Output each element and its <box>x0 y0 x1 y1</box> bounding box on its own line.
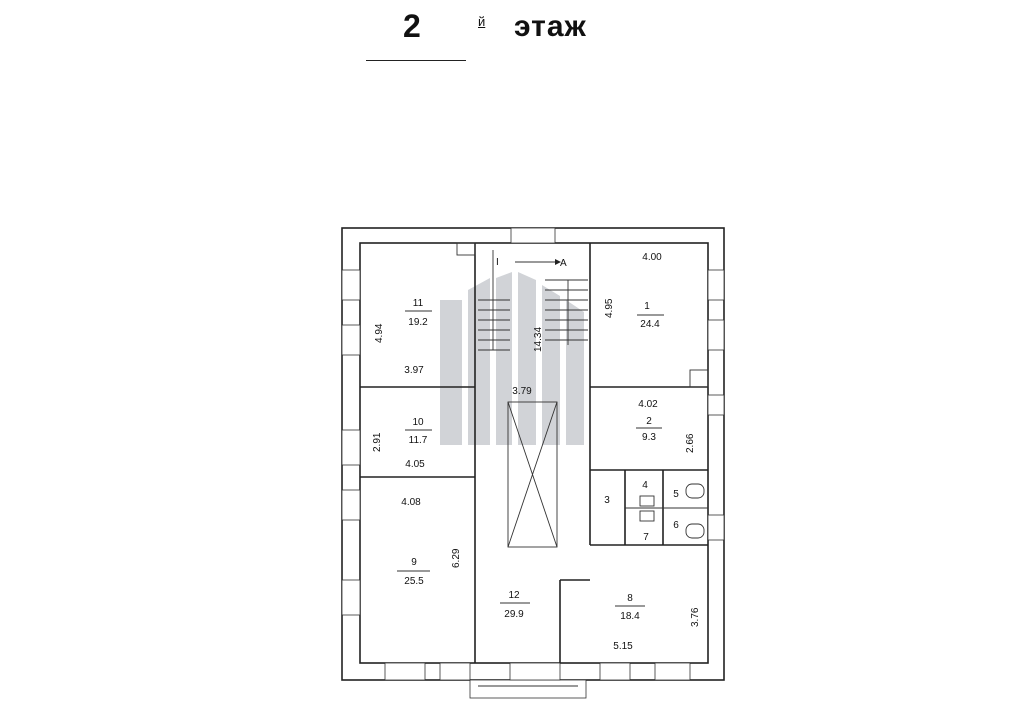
room-2-area: 9.3 <box>642 432 656 443</box>
section-mark: I <box>496 257 499 268</box>
room-11-area: 19.2 <box>408 317 428 328</box>
outer-walls <box>341 227 725 699</box>
floor-number: 2 <box>403 8 421 44</box>
room-8-width: 5.15 <box>613 641 633 652</box>
room-2-height: 2.66 <box>685 433 696 453</box>
room-9-height: 6.29 <box>451 548 462 568</box>
room-11-number: 11 <box>413 298 424 309</box>
interior-walls <box>360 242 709 663</box>
room-8-number: 8 <box>627 593 633 604</box>
room-label-dividers <box>397 310 664 607</box>
room-5-number: 5 <box>673 489 679 500</box>
room-11-width: 3.97 <box>404 365 424 376</box>
room-12-number: 12 <box>508 590 520 601</box>
watermark-logo <box>440 272 584 445</box>
room-12-area: 29.9 <box>504 609 524 620</box>
room-3-number: 3 <box>604 495 610 506</box>
room-10-height: 2.91 <box>372 432 383 452</box>
room-1-number: 1 <box>644 301 650 312</box>
room-10-number: 10 <box>412 417 424 428</box>
title-underline <box>366 60 466 61</box>
room-10-area: 11.7 <box>409 435 428 446</box>
room-9-number: 9 <box>411 557 417 568</box>
room-8-area: 18.4 <box>620 611 640 622</box>
stairwell <box>478 250 588 548</box>
room-9-width: 4.08 <box>401 497 421 508</box>
corridor-width: 3.79 <box>512 386 532 397</box>
room-1-height: 4.95 <box>604 298 615 318</box>
room-1-area: 24.4 <box>640 319 660 330</box>
room-6-number: 6 <box>673 520 679 531</box>
room-10-width: 4.05 <box>405 459 425 470</box>
room-11-height: 4.94 <box>374 323 385 343</box>
room-8-height: 3.76 <box>690 607 701 627</box>
sanitary-fixtures <box>639 483 705 539</box>
room-9-area: 25.5 <box>404 576 424 587</box>
axis-mark: A <box>560 258 567 269</box>
room-2-number: 2 <box>646 416 652 427</box>
room-1-width: 4.00 <box>642 252 662 263</box>
corridor-length: 14.34 <box>533 327 544 352</box>
floor-number-suffix: й <box>478 14 486 29</box>
room-7-number: 7 <box>643 532 649 543</box>
floor-title: этаж <box>514 10 587 43</box>
room-4-number: 4 <box>642 480 648 491</box>
room-2-width: 4.02 <box>638 399 658 410</box>
